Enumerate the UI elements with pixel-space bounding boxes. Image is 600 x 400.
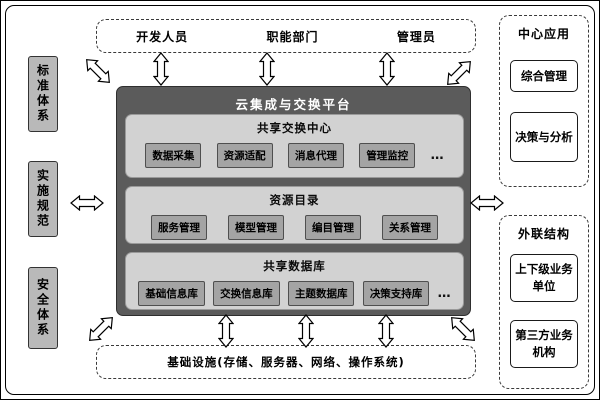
module-box: 服务管理 — [151, 215, 207, 240]
app-comprehensive-management: 综合管理 — [510, 60, 578, 92]
module-row: 数据采集 资源适配 消息代理 管理监控 … — [126, 143, 463, 168]
module-box: 消息代理 — [287, 143, 344, 168]
double-arrow-icon — [445, 311, 480, 346]
third-party-organizations: 第三方业务机构 — [510, 320, 578, 368]
module-box: 关系管理 — [382, 215, 438, 240]
double-arrow-icon — [470, 195, 504, 211]
section-title: 共享数据库 — [263, 259, 326, 273]
module-box: 模型管理 — [228, 215, 284, 240]
actor-label: 管理员 — [396, 29, 436, 44]
top-actors-group: 开发人员 职能部门 管理员 — [96, 19, 476, 53]
double-arrow-icon — [83, 311, 118, 346]
platform-title: 云集成与交换平台 — [235, 97, 352, 112]
pillar-standard-system: 标准体系 — [28, 56, 58, 132]
infrastructure-label: 基础设施(存储、服务器、网络、操作系统) — [167, 355, 405, 369]
infrastructure-group: 基础设施(存储、服务器、网络、操作系统) — [96, 345, 476, 379]
double-arrow-icon — [378, 314, 394, 348]
panel-title: 中心应用 — [517, 27, 570, 41]
section-title: 资源目录 — [269, 193, 320, 207]
panel-title: 外联结构 — [517, 227, 570, 241]
section-resource-directory: 资源目录 服务管理 模型管理 编目管理 关系管理 — [125, 186, 464, 244]
double-arrow-icon — [218, 314, 234, 348]
module-box: 资源适配 — [216, 143, 273, 168]
double-arrow-icon — [298, 314, 314, 348]
double-arrow-icon — [379, 52, 395, 86]
module-box: 决策支持库 — [362, 281, 430, 306]
module-box: 数据采集 — [145, 143, 202, 168]
actor-label: 开发人员 — [136, 29, 189, 44]
ellipsis-label: … — [437, 286, 451, 301]
double-arrow-icon — [70, 195, 104, 211]
module-box: 交换信息库 — [213, 281, 280, 306]
module-row: 基础信息库 交换信息库 主题数据库 决策支持库 … — [126, 281, 463, 306]
external-structure-group: 外联结构 上下级业务单位 第三方业务机构 — [499, 215, 589, 389]
cloud-platform: 云集成与交换平台 共享交换中心 数据采集 资源适配 消息代理 管理监控 … 资源… — [116, 86, 471, 316]
ellipsis-label: … — [430, 148, 444, 163]
app-decision-analysis: 决策与分析 — [510, 112, 578, 162]
double-arrow-icon — [153, 52, 169, 86]
actor-label: 职能部门 — [266, 29, 319, 44]
module-box: 管理监控 — [359, 143, 416, 168]
section-title: 共享交换中心 — [257, 121, 332, 135]
double-arrow-icon — [80, 53, 115, 88]
pillar-security-system: 安全体系 — [28, 267, 58, 349]
double-arrow-icon — [259, 52, 275, 86]
module-box: 编目管理 — [305, 215, 361, 240]
section-shared-database: 共享数据库 基础信息库 交换信息库 主题数据库 决策支持库 … — [125, 252, 464, 310]
module-box: 基础信息库 — [138, 281, 205, 306]
external-business-units: 上下级业务单位 — [510, 254, 578, 302]
section-exchange-center: 共享交换中心 数据采集 资源适配 消息代理 管理监控 … — [125, 114, 464, 178]
module-row: 服务管理 模型管理 编目管理 关系管理 — [126, 215, 463, 240]
module-box: 主题数据库 — [287, 281, 355, 306]
central-applications-group: 中心应用 综合管理 决策与分析 — [499, 15, 589, 187]
pillar-implementation-spec: 实施规范 — [28, 161, 58, 237]
